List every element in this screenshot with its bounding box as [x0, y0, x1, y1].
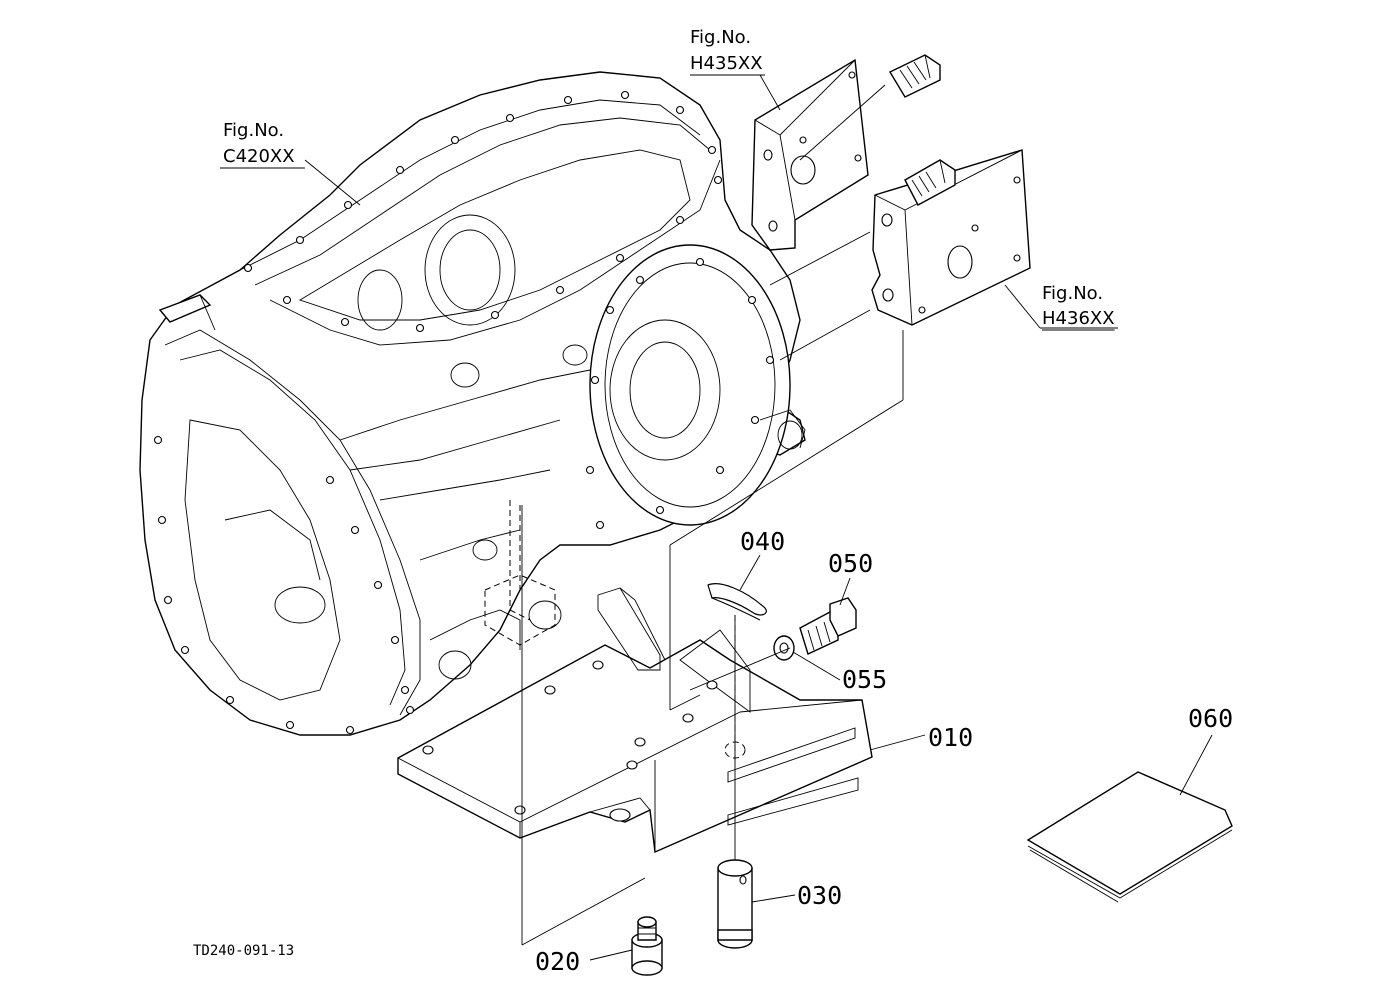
- case-bolt-hole: [340, 317, 350, 327]
- part-label-060[interactable]: 060: [1188, 704, 1233, 733]
- bracket-mount-hole: [422, 745, 434, 755]
- fig-ref-code-c420[interactable]: C420XX: [223, 146, 295, 167]
- case-bolt-hole: [157, 515, 167, 525]
- case-bolt-hole: [373, 580, 383, 590]
- case-bolt-hole: [585, 465, 595, 475]
- case-bolt-hole: [563, 95, 573, 105]
- case-bolt-hole: [153, 435, 163, 445]
- case-bolt-hole: [163, 595, 173, 605]
- part-020-stud: [631, 916, 663, 976]
- fig-ref-caption-h436: Fig.No.: [1042, 283, 1103, 304]
- case-bolt-hole: [345, 725, 355, 735]
- case-bolt-holes: [153, 90, 775, 735]
- part-040-clip: [707, 583, 767, 621]
- case-bolt-hole: [695, 257, 705, 267]
- case-bolt-hole: [713, 175, 723, 185]
- part-label-020[interactable]: 020: [535, 947, 580, 976]
- case-bolt-hole: [505, 113, 515, 123]
- part-055-washer: [773, 635, 795, 661]
- bracket-mount-hole: [514, 805, 526, 815]
- bracket-mount-hole: [544, 685, 556, 695]
- case-bolt-hole: [325, 475, 335, 485]
- case-bolt-hole: [747, 295, 757, 305]
- case-bolt-hole: [450, 135, 460, 145]
- part-010-bracket: [397, 587, 873, 854]
- case-bolt-hole: [400, 685, 410, 695]
- case-bolt-hole: [655, 505, 665, 515]
- fig-ref-code-h436[interactable]: H436XX: [1042, 308, 1115, 329]
- case-bolt-hole: [180, 645, 190, 655]
- case-bolt-hole: [405, 705, 415, 715]
- case-bolt-hole: [415, 323, 425, 333]
- part-label-010[interactable]: 010: [928, 723, 973, 752]
- case-bolt-hole: [555, 285, 565, 295]
- assembly-guide-lines: [521, 505, 791, 946]
- case-bolt-hole: [675, 105, 685, 115]
- bracket-mount-hole: [626, 760, 638, 770]
- case-bolt-hole: [282, 295, 292, 305]
- case-bolt-hole: [225, 695, 235, 705]
- part-050-bolt: [799, 597, 857, 655]
- case-bolt-hole: [295, 235, 305, 245]
- case-bolt-hole: [590, 375, 600, 385]
- bracket-mount-hole: [592, 660, 604, 670]
- case-bolt-hole: [350, 525, 360, 535]
- fig-ref-caption-c420: Fig.No.: [223, 120, 284, 141]
- part-030-pin: [717, 859, 753, 949]
- case-bolt-hole: [765, 355, 775, 365]
- case-bolt-hole: [595, 520, 605, 530]
- lower-bracket-bolt: [904, 159, 956, 206]
- case-bolt-hole: [635, 275, 645, 285]
- case-bolt-hole: [675, 215, 685, 225]
- fig-ref-caption-h435: Fig.No.: [690, 27, 751, 48]
- case-bolt-hole: [707, 145, 717, 155]
- case-bolt-hole: [395, 165, 405, 175]
- case-bolt-hole: [615, 253, 625, 263]
- part-label-030[interactable]: 030: [797, 881, 842, 910]
- part-060-sheet: [1026, 771, 1233, 903]
- case-bolt-hole: [490, 310, 500, 320]
- part-010-holes: [422, 660, 718, 815]
- case-bolt-hole: [243, 263, 253, 273]
- drawing-id: TD240-091-13: [193, 943, 294, 959]
- case-bolt-hole: [715, 465, 725, 475]
- upper-bracket-plate: [751, 58, 869, 251]
- case-bolt-hole: [285, 720, 295, 730]
- part-label-055[interactable]: 055: [842, 665, 887, 694]
- part-label-040[interactable]: 040: [740, 527, 785, 556]
- case-bolt-hole: [750, 415, 760, 425]
- bracket-mount-hole: [682, 713, 694, 723]
- transmission-case: [139, 71, 806, 736]
- part-label-050[interactable]: 050: [828, 549, 873, 578]
- case-bolt-hole: [620, 90, 630, 100]
- case-bolt-hole: [605, 305, 615, 315]
- upper-bracket-bolt: [889, 54, 941, 98]
- fig-ref-code-h435[interactable]: H435XX: [690, 53, 763, 74]
- case-bolt-hole: [390, 635, 400, 645]
- bracket-mount-hole: [634, 737, 646, 747]
- case-bolt-hole: [343, 200, 353, 210]
